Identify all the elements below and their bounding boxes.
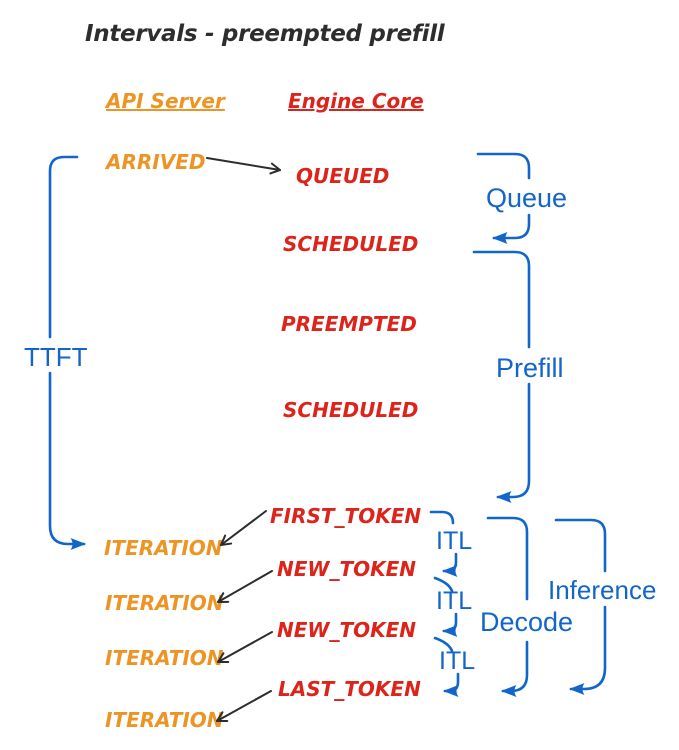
decode-label: Decode [480, 607, 573, 637]
event-iteration-4: ITERATION [105, 708, 224, 732]
event-first-token: FIRST_TOKEN [270, 504, 421, 528]
engine-core-header: Engine Core [288, 89, 424, 113]
itl-bracket-3-arrow [443, 672, 460, 697]
event-arrived: ARRIVED [104, 150, 205, 174]
inference-bracket-arrow [569, 605, 607, 695]
event-new-token-2: NEW_TOKEN [277, 618, 416, 642]
itl-bracket-1-arrow [442, 552, 458, 577]
itl-label-2: ITL [436, 587, 472, 615]
event-iteration-3: ITERATION [105, 646, 224, 670]
arrow-new-token-1-to-iteration-2 [217, 570, 273, 603]
event-last-token: LAST_TOKEN [278, 677, 421, 701]
itl-label-1: ITL [436, 527, 472, 555]
itl-connector-1 [433, 576, 454, 593]
arrow-last-token-to-iteration-4 [216, 690, 272, 722]
arrow-arrived-to-queued [206, 157, 281, 175]
itl-bracket-1 [429, 510, 455, 525]
queue-bracket [476, 152, 531, 180]
decode-bracket-arrow [501, 640, 529, 697]
decode-bracket [486, 516, 529, 601]
prefill-bracket [472, 250, 531, 349]
ttft-bracket [48, 155, 79, 339]
queue-label: Queue [486, 183, 567, 213]
prefill-label: Prefill [496, 353, 564, 383]
diagram-title: Intervals - preempted prefill [85, 21, 446, 47]
event-preempted: PREEMPTED [281, 312, 417, 336]
event-scheduled-1: SCHEDULED [283, 232, 418, 256]
itl-connector-2 [433, 636, 454, 653]
inference-bracket [554, 518, 607, 573]
event-queued: QUEUED [296, 164, 389, 188]
prefill-bracket-arrow [496, 382, 531, 503]
itl-label-3: ITL [439, 647, 475, 675]
ttft-bracket-arrow [48, 371, 86, 550]
queue-bracket-arrow [492, 213, 531, 244]
inference-label: Inference [548, 575, 656, 605]
ttft-label: TTFT [24, 342, 88, 372]
event-scheduled-2: SCHEDULED [283, 398, 418, 422]
event-iteration-1: ITERATION [104, 536, 223, 560]
event-new-token-1: NEW_TOKEN [277, 557, 416, 581]
arrow-new-token-2-to-iteration-3 [217, 631, 273, 663]
event-iteration-2: ITERATION [105, 591, 224, 615]
api-server-header: API Server [104, 89, 226, 113]
itl-bracket-2-arrow [442, 612, 458, 637]
arrow-first-token-to-iteration-1 [220, 510, 267, 546]
